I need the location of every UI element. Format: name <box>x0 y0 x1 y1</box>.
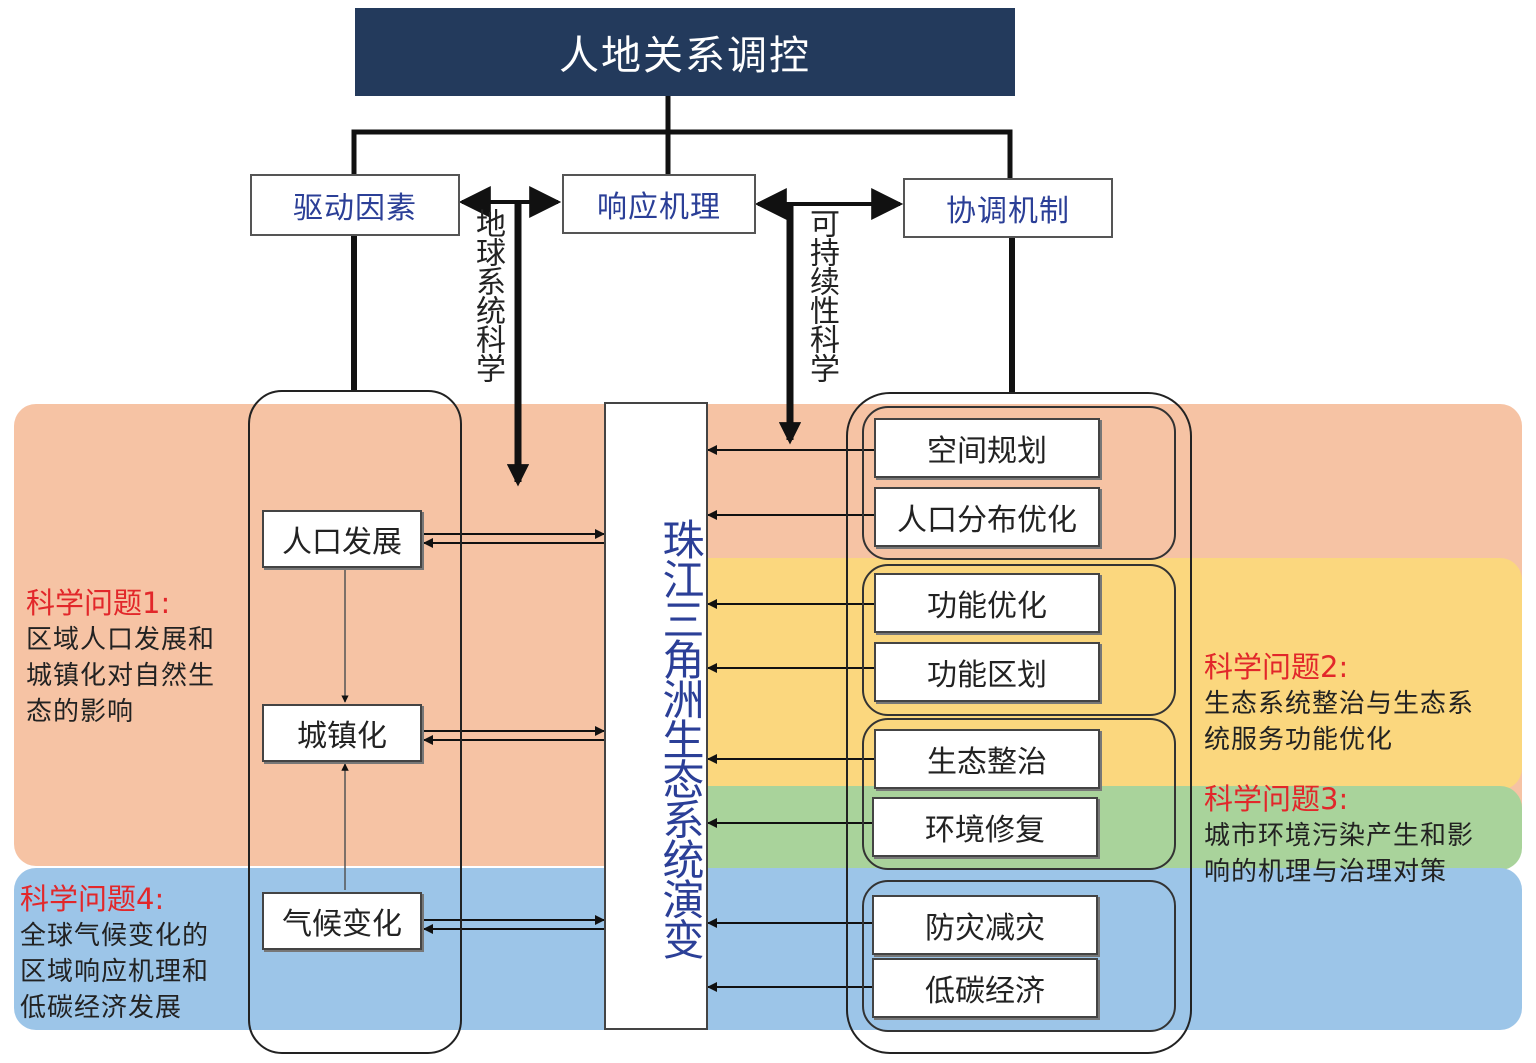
sustainability-science-label: 可持续性科学 <box>804 208 839 382</box>
center-box: 珠江三角洲生态系统演变 <box>604 402 708 1030</box>
coordination-mechanism-label: 协调机制 <box>946 194 1070 229</box>
coord-function-zoning: 功能区划 <box>874 642 1100 702</box>
science-question-1-line: 区域人口发展和 <box>26 625 216 655</box>
coord-spatial-planning-label: 空间规划 <box>927 434 1047 469</box>
title-text: 人地关系调控 <box>559 33 811 79</box>
response-mechanism-label: 响应机理 <box>597 190 721 225</box>
science-question-2-title: 科学问题2: <box>1204 650 1349 684</box>
science-question-3-line: 响的机理与治理对策 <box>1204 857 1448 887</box>
science-question-3-title: 科学问题3: <box>1204 782 1349 816</box>
coord-ecological-remediation-label: 生态整治 <box>927 745 1047 780</box>
coord-function-optimization-label: 功能优化 <box>927 589 1047 624</box>
science-question-1-title: 科学问题1: <box>26 586 171 620</box>
science-question-1-line: 城镇化对自然生 <box>26 661 216 691</box>
driver-population-label: 人口发展 <box>282 525 402 560</box>
science-question-1: 科学问题1: 区域人口发展和 城镇化对自然生 态的影响 <box>26 580 256 730</box>
title-branch <box>351 129 1013 180</box>
science-question-3: 科学问题3: 城市环境污染产生和影 响的机理与治理对策 <box>1204 776 1524 890</box>
coordination-group <box>846 392 1192 1054</box>
earth-system-science-label: 地球系统科学 <box>470 208 505 382</box>
science-question-4: 科学问题4: 全球气候变化的 区域响应机理和 低碳经济发展 <box>20 876 250 1026</box>
driver-climate: 气候变化 <box>262 892 422 950</box>
coord-environmental-restoration: 环境修复 <box>872 797 1098 857</box>
title-box: 人地关系调控 <box>355 8 1015 96</box>
coord-low-carbon-label: 低碳经济 <box>925 974 1045 1009</box>
science-question-2-line: 统服务功能优化 <box>1204 725 1394 755</box>
driver-urbanization-label: 城镇化 <box>297 719 387 754</box>
band-question-2 <box>700 558 1522 790</box>
coord-function-zoning-label: 功能区划 <box>927 658 1047 693</box>
coordination-subgroup-4 <box>862 880 1176 1032</box>
coord-low-carbon: 低碳经济 <box>872 958 1098 1018</box>
coord-environmental-restoration-label: 环境修复 <box>925 813 1045 848</box>
science-question-3-line: 城市环境污染产生和影 <box>1204 821 1475 851</box>
driving-factors-box: 驱动因素 <box>250 174 460 236</box>
coord-disaster-reduction: 防灾减灾 <box>872 895 1098 955</box>
science-question-4-line: 全球气候变化的 <box>20 921 210 951</box>
coord-population-distribution: 人口分布优化 <box>874 487 1100 547</box>
coordination-mechanism-box: 协调机制 <box>903 178 1113 238</box>
coord-spatial-planning: 空间规划 <box>874 418 1100 478</box>
coord-disaster-reduction-label: 防灾减灾 <box>925 911 1045 946</box>
coordination-subgroup-2 <box>862 564 1176 716</box>
coord-function-optimization: 功能优化 <box>874 573 1100 633</box>
science-question-4-title: 科学问题4: <box>20 882 165 916</box>
science-question-4-line: 低碳经济发展 <box>20 993 183 1023</box>
coord-ecological-remediation: 生态整治 <box>874 729 1100 789</box>
science-question-1-line: 态的影响 <box>26 697 135 727</box>
coordination-subgroup-3 <box>862 718 1176 870</box>
response-mechanism-box: 响应机理 <box>562 174 756 234</box>
science-question-2: 科学问题2: 生态系统整治与生态系 统服务功能优化 <box>1204 644 1524 758</box>
driver-urbanization: 城镇化 <box>262 704 422 762</box>
science-question-2-line: 生态系统整治与生态系 <box>1204 689 1475 719</box>
center-text: 珠江三角洲生态系统演变 <box>656 518 705 958</box>
driver-climate-label: 气候变化 <box>282 907 402 942</box>
science-question-4-line: 区域响应机理和 <box>20 957 210 987</box>
band-question-3 <box>700 786 1522 870</box>
driver-population: 人口发展 <box>262 510 422 568</box>
coord-population-distribution-label: 人口分布优化 <box>897 503 1077 538</box>
driving-factors-label: 驱动因素 <box>293 191 417 226</box>
drivers-group <box>248 390 462 1054</box>
coordination-subgroup-1 <box>862 406 1176 560</box>
